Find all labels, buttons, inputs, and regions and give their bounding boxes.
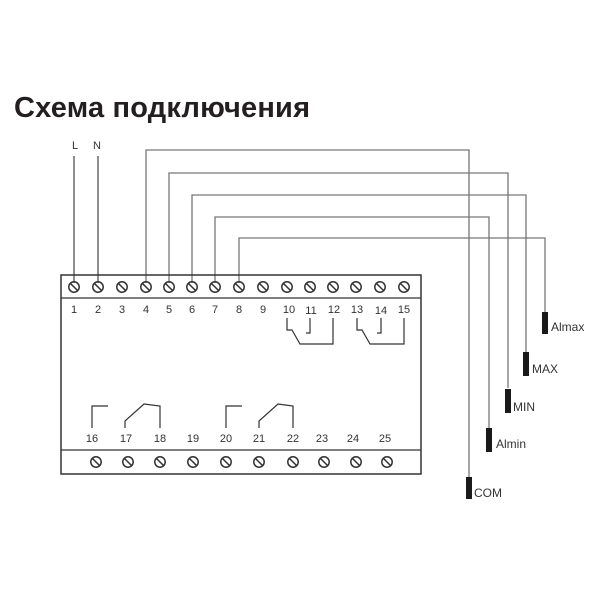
terminal-7: 7 — [212, 304, 218, 316]
terminal-5: 5 — [166, 304, 172, 316]
terminal-13: 13 — [351, 304, 363, 316]
probe-com-label: COM — [474, 486, 502, 500]
terminal-15: 15 — [398, 304, 410, 316]
terminal-22: 22 — [287, 433, 299, 445]
terminal-10: 10 — [283, 304, 295, 316]
terminal-20: 20 — [220, 433, 232, 445]
probe-almax-label: Almax — [551, 320, 584, 334]
relay-contacts-bottom — [91, 403, 294, 428]
terminal-21: 21 — [253, 433, 265, 445]
probe-wires — [145, 149, 546, 478]
bottom-terminal-screws — [90, 456, 393, 468]
wire-almax — [238, 237, 546, 313]
probe-com-icon — [466, 477, 472, 499]
terminal-4: 4 — [143, 304, 149, 316]
terminal-23: 23 — [316, 433, 328, 445]
terminal-17: 17 — [120, 433, 132, 445]
terminal-1: 1 — [71, 304, 77, 316]
terminal-11: 11 — [305, 305, 316, 317]
terminal-2: 2 — [95, 304, 101, 316]
wire-min — [168, 172, 509, 388]
probe-almin-icon — [486, 428, 492, 452]
probe-almin-label: Almin — [496, 437, 526, 451]
page-title: Схема подключения — [14, 92, 311, 124]
terminal-18: 18 — [154, 433, 166, 445]
label-L: L — [72, 140, 78, 152]
terminal-8: 8 — [236, 304, 242, 316]
wire-max — [191, 194, 527, 352]
terminal-9: 9 — [260, 304, 266, 316]
probe-min-icon — [505, 389, 511, 413]
relay-contacts-top — [286, 318, 405, 345]
terminal-16: 16 — [86, 433, 98, 445]
terminal-24: 24 — [347, 433, 359, 445]
terminal-25: 25 — [379, 433, 391, 445]
terminal-3: 3 — [119, 304, 125, 316]
bottom-terminal-numbers: 16 17 18 19 20 21 22 23 24 25 — [86, 433, 391, 445]
terminal-12: 12 — [328, 304, 340, 316]
wire-almin — [214, 216, 490, 428]
top-terminal-numbers: 1 2 3 4 5 6 7 8 9 10 11 12 13 14 15 — [71, 304, 410, 317]
top-terminal-screws — [68, 281, 410, 293]
terminal-14: 14 — [375, 305, 387, 317]
probe-max-icon — [523, 352, 529, 376]
label-N: N — [93, 140, 101, 152]
terminal-19: 19 — [187, 433, 199, 445]
terminal-6: 6 — [189, 304, 195, 316]
wire-com — [145, 149, 470, 478]
probe-almax-icon — [542, 312, 548, 334]
probe-min-label: MIN — [513, 400, 535, 414]
probe-max-label: MAX — [532, 362, 558, 376]
relay-housing — [60, 274, 422, 475]
